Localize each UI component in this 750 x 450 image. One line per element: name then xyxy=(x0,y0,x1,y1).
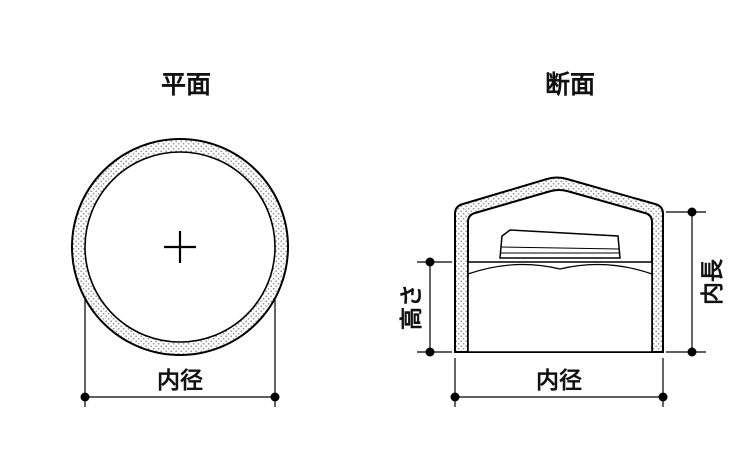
section-height-label: 高さ xyxy=(398,284,425,330)
bolt-end xyxy=(499,229,621,259)
dimension-dot xyxy=(425,257,435,267)
section-inner-length-label: 内長 xyxy=(700,258,726,305)
plan-view-title: 平面 xyxy=(161,70,211,99)
dimension-dot xyxy=(450,392,460,402)
plan-view: 平面 内径 xyxy=(71,70,289,407)
plan-inner-diameter-dimension xyxy=(84,300,276,407)
dimension-dot xyxy=(687,207,697,217)
section-inner-length-dimension xyxy=(666,211,706,353)
plan-inner-diameter-label: 内径 xyxy=(157,368,203,394)
section-inner-diameter-label: 内径 xyxy=(536,368,582,394)
dimension-dot xyxy=(687,347,697,357)
cap-section-wall xyxy=(454,176,664,353)
center-mark-icon xyxy=(164,231,196,263)
nut-body xyxy=(467,261,653,353)
section-view-title: 断面 xyxy=(545,70,595,99)
dimension-dot xyxy=(425,347,435,357)
nut-chamfer-arcs xyxy=(467,263,653,275)
dimension-dot xyxy=(658,392,668,402)
dimension-dot xyxy=(80,392,90,402)
dimension-dot xyxy=(270,392,280,402)
bolt-end-line xyxy=(500,246,620,250)
section-view: 断面 高さ xyxy=(398,70,726,407)
